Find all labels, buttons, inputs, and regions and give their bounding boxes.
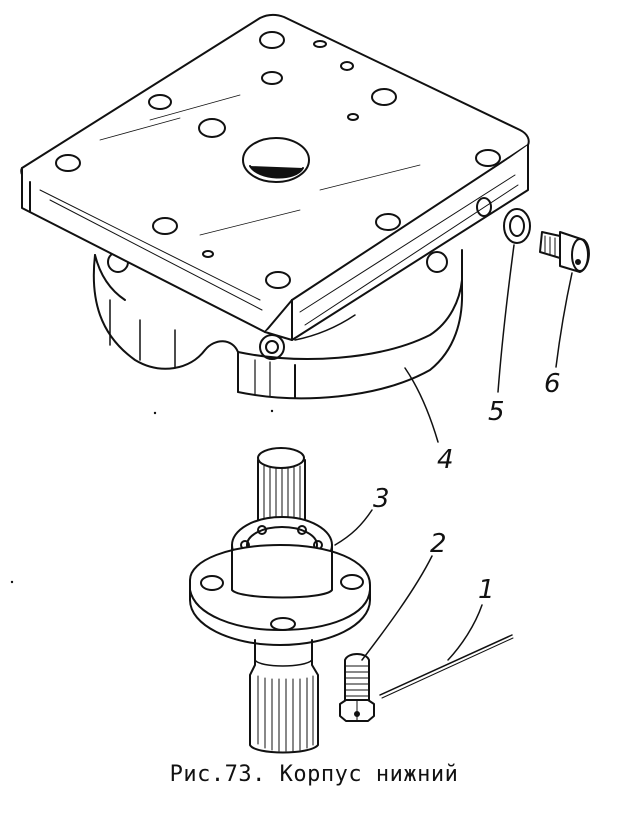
leader-line-6	[555, 272, 573, 368]
leader-line-5	[497, 244, 515, 393]
callout-label-6: 6	[544, 369, 561, 399]
washer-part-5	[503, 208, 531, 244]
wire-pin-part-1	[379, 634, 514, 699]
leader-line-4	[404, 367, 439, 443]
top-plate	[20, 13, 530, 341]
leader-line-1	[447, 604, 483, 661]
callout-label-1: 1	[478, 575, 495, 605]
callout-label-3: 3	[373, 484, 390, 514]
bolt-part-2	[339, 653, 375, 722]
leader-line-2	[361, 555, 433, 661]
callout-label-5: 5	[488, 397, 505, 427]
callout-label-2: 2	[430, 529, 447, 559]
callout-label-4: 4	[437, 445, 454, 475]
leader-line-3	[334, 509, 373, 546]
plug-screw-part-6	[539, 231, 590, 273]
figure-caption: Рис.73. Корпус нижний	[169, 762, 459, 787]
shaft-assembly-part-3	[189, 447, 371, 754]
